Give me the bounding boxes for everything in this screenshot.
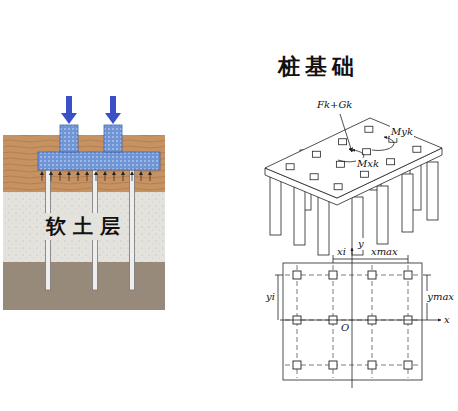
reaction-head (121, 171, 125, 175)
pile-square (329, 271, 337, 279)
pile-square (329, 361, 337, 369)
soil-reaction-arrows (40, 171, 152, 181)
pile-hole (286, 164, 294, 170)
pile-hole (363, 149, 371, 155)
moment-label: Mxk (356, 158, 380, 170)
pile-hole (339, 139, 347, 145)
pile-hole (360, 171, 368, 177)
reaction-head (112, 171, 116, 175)
origin-label: O (340, 322, 350, 334)
pile-hole (387, 159, 395, 165)
load-arrows (61, 96, 121, 124)
pile-square (293, 271, 301, 279)
pile-hole (365, 126, 373, 132)
soft-soil (3, 192, 165, 262)
pile-hole (312, 151, 320, 157)
grid-line (285, 275, 420, 276)
dimension-label: xi (336, 246, 347, 258)
pile-hole (310, 174, 318, 180)
grid-line (285, 365, 420, 366)
moment-label: Myk (390, 126, 414, 138)
reaction-head (103, 171, 107, 175)
reaction-head (85, 171, 89, 175)
reaction-head (58, 171, 62, 175)
top-soil (3, 135, 165, 192)
title: 桩基础 (278, 52, 359, 82)
pile-square (293, 361, 301, 369)
soil-layer-band: 软 土 层 (8, 206, 158, 246)
reaction-head (76, 171, 80, 175)
force-label: Fk+Gk (316, 99, 353, 111)
pile-square (404, 271, 412, 279)
reaction-head (148, 171, 152, 175)
reaction-head (94, 171, 98, 175)
axis-label: y (357, 238, 365, 250)
pile-square (368, 271, 376, 279)
pile-hole (413, 146, 421, 152)
bearing-layer (3, 262, 165, 310)
reaction-head (67, 171, 71, 175)
reaction-head (40, 171, 44, 175)
pile-hole (334, 184, 342, 190)
pile-square (404, 361, 412, 369)
piles (46, 170, 135, 290)
dimension-label: yi (265, 291, 276, 303)
reaction-head (130, 171, 134, 175)
pile-hole (336, 161, 344, 167)
axis-label: x (443, 314, 451, 326)
dimension-label: xmax (370, 246, 399, 258)
pile-group-3d (265, 114, 442, 255)
reaction-head (139, 171, 143, 175)
layer-label: 软 土 层 (45, 213, 121, 240)
reaction-head (49, 171, 53, 175)
pile-square (368, 361, 376, 369)
dimension-label: ymax (426, 291, 455, 303)
plan-view (275, 248, 441, 388)
pile-cap (38, 125, 160, 170)
soil-section (3, 135, 165, 310)
